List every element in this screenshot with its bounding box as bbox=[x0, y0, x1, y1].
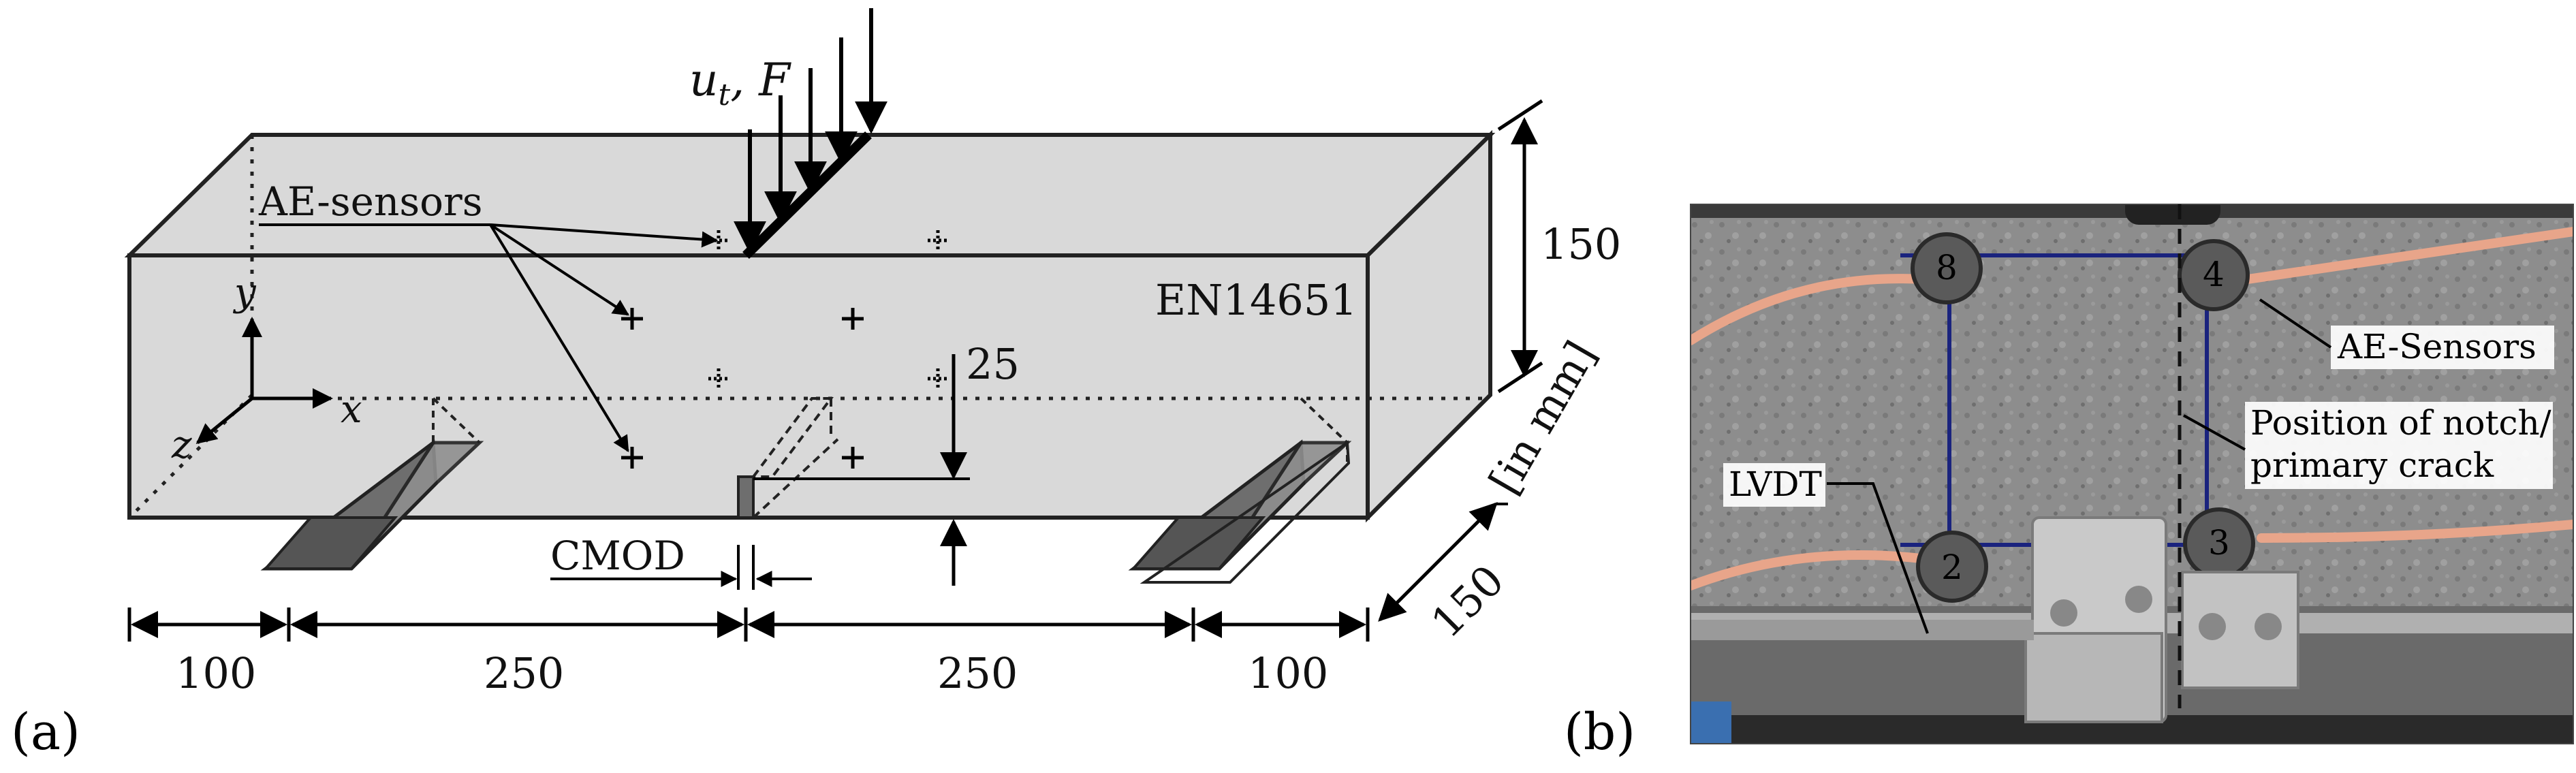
panel-a: ut, F bbox=[11, 8, 1621, 761]
height-dim-label: 150 bbox=[1541, 219, 1621, 269]
lvdt-rod bbox=[1691, 620, 2034, 640]
span-dim-label: 100 bbox=[176, 648, 256, 698]
sensor-markers bbox=[621, 230, 948, 469]
notch-label-line2: primary crack bbox=[2250, 445, 2494, 485]
photo-sensor bbox=[1916, 531, 1988, 603]
ae-leaders bbox=[489, 223, 719, 453]
depth-dim-arrow bbox=[1378, 502, 1498, 622]
notch-label-line1: Position of notch/ bbox=[2250, 403, 2551, 443]
ae-sensors-leader bbox=[2259, 298, 2332, 349]
units-label: [in mm] bbox=[1479, 332, 1606, 502]
standard-label: EN14651 bbox=[1155, 275, 1357, 325]
lvdt-label-bg bbox=[1723, 463, 1825, 507]
photo-frame bbox=[1690, 204, 2574, 744]
sensor-number: 4 bbox=[2203, 255, 2225, 294]
ae-sensors-label-bg bbox=[2331, 326, 2554, 369]
span-dim-label: 250 bbox=[937, 648, 1018, 698]
ae-sensors-photo-label: AE-Sensors bbox=[2337, 327, 2536, 366]
axis-z-label: z bbox=[171, 423, 192, 467]
notch-label-bg bbox=[2245, 402, 2553, 489]
lvdt-label: LVDT bbox=[1729, 464, 1822, 504]
sensor-number: 2 bbox=[1941, 548, 1963, 587]
cmod-label: CMOD bbox=[550, 533, 685, 579]
axis-y-label: y bbox=[232, 270, 257, 315]
photo-sensor bbox=[2178, 239, 2250, 311]
load-label: ut, F bbox=[689, 54, 791, 112]
sensor-marker bbox=[842, 308, 864, 330]
sensor-number: 8 bbox=[1936, 248, 1958, 287]
right-support bbox=[1128, 397, 1352, 584]
photo-sensor bbox=[1911, 232, 1983, 304]
height-dim-tick-top bbox=[1497, 99, 1543, 131]
sensor-marker-hidden bbox=[708, 230, 729, 251]
sensor-marker bbox=[842, 447, 864, 469]
span-dimension-line bbox=[127, 608, 1370, 642]
sensor-marker bbox=[621, 447, 643, 469]
notch-label-leader bbox=[2183, 414, 2246, 451]
notch-dim-label: 25 bbox=[966, 339, 1020, 389]
ae-sensors-label: AE-sensors bbox=[258, 178, 483, 225]
coordinate-axes bbox=[195, 317, 333, 444]
sensor-marker bbox=[621, 308, 643, 330]
axis-x-label: x bbox=[341, 388, 362, 432]
left-support bbox=[260, 397, 484, 571]
sensor-marker-hidden bbox=[928, 368, 948, 389]
hidden-edge-diagonal bbox=[128, 394, 253, 519]
beam-front-face bbox=[127, 253, 1370, 520]
sensor-marker-hidden bbox=[928, 230, 948, 251]
lvdt-leader bbox=[1827, 482, 1929, 634]
sensor-number: 3 bbox=[2208, 523, 2230, 563]
photo: 8 4 2 3 bbox=[1691, 204, 2573, 744]
depth-dim-label: 150 bbox=[1421, 555, 1513, 647]
sensor-marker-hidden bbox=[708, 368, 729, 389]
notch bbox=[737, 475, 755, 519]
load-arrows bbox=[734, 8, 888, 254]
panel-b: 8 4 2 3 AE-Sensors Position of notch/ pr… bbox=[1564, 204, 2574, 761]
panel-a-letter: (a) bbox=[11, 703, 80, 761]
panel-b-letter: (b) bbox=[1564, 703, 1635, 761]
span-dim-label: 250 bbox=[484, 648, 564, 698]
span-dim-label: 100 bbox=[1248, 648, 1328, 698]
